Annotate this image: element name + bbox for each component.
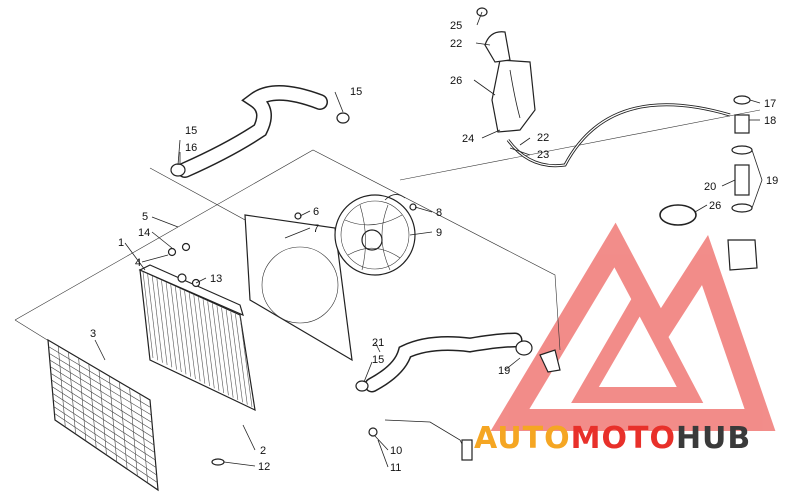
radiator-fin — [165, 282, 177, 370]
callout-15: 15 — [350, 86, 362, 98]
fan-shroud — [244, 214, 353, 362]
grille-bar — [139, 393, 148, 484]
callout-12: 12 — [258, 461, 270, 473]
radiator-fin — [230, 311, 243, 403]
callout-16: 16 — [185, 142, 197, 154]
callout-25: 25 — [450, 20, 462, 32]
radiator-fin — [211, 303, 225, 394]
radiator-fin — [202, 299, 215, 389]
callout-15: 15 — [185, 125, 197, 137]
radiator-fin — [156, 278, 168, 366]
callout-3: 3 — [90, 328, 96, 340]
spring-clamp-icon — [659, 204, 697, 226]
radiator-fin — [151, 276, 163, 363]
callout-8: 8 — [436, 207, 442, 219]
radiator-fin — [239, 315, 253, 408]
radiator-fin — [161, 280, 173, 368]
watermark-logo-icon — [490, 222, 776, 431]
grille-bar — [88, 363, 97, 449]
lower-hose — [355, 332, 561, 393]
callout-22: 22 — [537, 132, 549, 144]
callout-17: 17 — [764, 98, 776, 110]
radiator-fin — [235, 313, 248, 405]
radiator-fin — [193, 295, 206, 384]
radiator-grille — [47, 338, 159, 492]
callout-15: 15 — [372, 354, 384, 366]
temp-sensor — [368, 419, 473, 461]
callout-6: 6 — [313, 206, 319, 218]
radiator-fin — [225, 309, 239, 401]
grille-bar — [119, 381, 128, 470]
watermark-moto: MOTO — [571, 421, 676, 456]
radiator-fin — [216, 305, 229, 396]
callout-5: 5 — [142, 211, 148, 223]
callout-7: 7 — [313, 223, 319, 235]
overflow-bottle — [476, 7, 536, 133]
callout-19: 19 — [766, 175, 778, 187]
callout-23: 23 — [537, 149, 549, 161]
radiator-fin — [198, 297, 210, 387]
callout-14: 14 — [138, 227, 150, 239]
callout-9: 9 — [436, 227, 442, 239]
radiator-fin — [221, 307, 234, 398]
callout-1: 1 — [118, 237, 124, 249]
leader-lines — [94, 11, 763, 468]
svg-text:AUTOMOTOHUB: AUTOMOTOHUB — [474, 421, 751, 456]
radiator-fin — [179, 288, 192, 377]
radiator-fin — [207, 301, 220, 391]
callout-2: 2 — [260, 445, 266, 457]
cooling-fan — [334, 194, 416, 276]
callout-24: 24 — [462, 133, 474, 145]
callout-20: 20 — [704, 181, 716, 193]
watermark-auto: AUTO — [474, 421, 571, 456]
callout-19: 19 — [498, 365, 510, 377]
radiator-fin — [170, 284, 182, 373]
upper-hose — [170, 84, 350, 178]
overflow-hose — [506, 103, 731, 168]
callout-22: 22 — [450, 38, 462, 50]
radiator-fin — [142, 271, 154, 359]
callout-4: 4 — [135, 257, 141, 269]
radiator-fin — [175, 286, 187, 375]
callout-10: 10 — [390, 445, 402, 457]
watermark-text: AUTOMOTOHUB — [474, 421, 751, 456]
radiator-fin — [184, 290, 196, 380]
grille-bar — [57, 345, 66, 428]
grille-bar — [68, 351, 76, 435]
radiator — [138, 264, 256, 412]
callout-26: 26 — [709, 200, 721, 212]
grille-bar — [98, 369, 107, 456]
callout-13: 13 — [210, 273, 222, 285]
watermark-hub: HUB — [676, 421, 751, 456]
filler-neck — [727, 95, 758, 271]
radiator-fin — [188, 292, 201, 382]
callout-26: 26 — [450, 75, 462, 87]
callout-labels: 25 22 26 24 22 23 17 18 20 19 26 15 15 1… — [90, 20, 778, 474]
callout-18: 18 — [764, 115, 776, 127]
grille-bar — [129, 387, 138, 477]
grille-bar — [108, 375, 118, 463]
radiator-fin — [147, 274, 159, 361]
callout-21: 21 — [372, 337, 384, 349]
grille-bar — [78, 357, 87, 442]
callout-11: 11 — [390, 462, 401, 474]
